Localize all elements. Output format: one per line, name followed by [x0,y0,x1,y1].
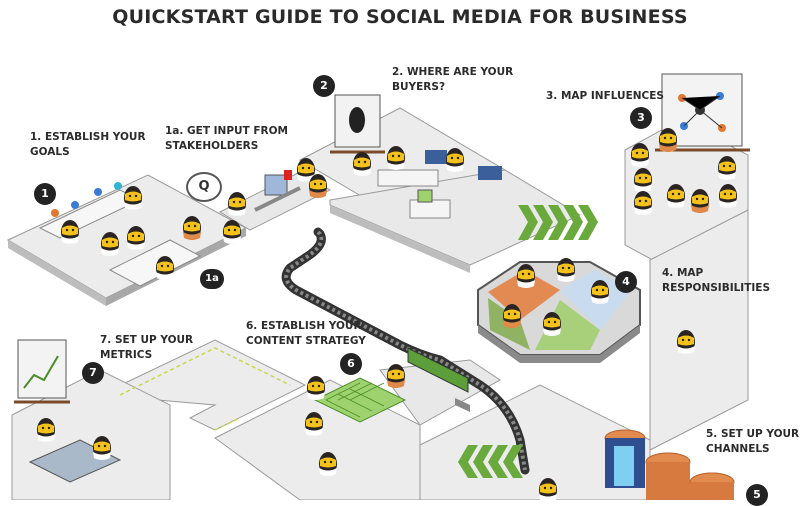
character-figure [539,478,557,500]
step-7-label-line-2: METRICS [100,349,153,361]
step-1a-label-line-2: STAKEHOLDERS [165,140,259,152]
question-bubble: Q [186,172,222,202]
step-2-label-line-2: BUYERS? [392,81,446,93]
character-figure [503,304,521,328]
step-5-cylinders [604,429,735,500]
chevron-arrows-top [518,205,598,240]
character-figure [228,192,246,216]
character-figure [319,452,337,476]
character-figure [127,226,145,250]
character-figure [353,152,371,176]
character-figure [309,174,327,198]
character-figure [37,418,55,442]
character-figure [718,156,736,180]
character-figure [156,256,174,280]
step-6-label: 6. ESTABLISH YOUR CONTENT STRATEGY [246,319,366,349]
step-6-display [407,347,470,412]
character-figure [93,436,111,460]
character-figure [387,146,405,170]
step-5-label-line-1: 5. SET UP YOUR [706,428,800,440]
dashed-trails [119,347,291,431]
character-figure [557,258,575,282]
step-1a-label: 1a. GET INPUT FROM STAKEHOLDERS [165,124,288,154]
character-figure [387,364,405,388]
step-7-label-line-1: 7. SET UP YOUR [100,334,194,346]
character-figure [305,412,323,436]
step-1a-badge: 1a [200,269,224,289]
character-figure [307,376,325,400]
step-1-badge: 1 [34,183,56,205]
step-7-label: 7. SET UP YOUR METRICS [100,333,193,363]
character-figure [634,191,652,215]
floor-right-corridor [649,209,749,451]
character-figure [183,216,201,240]
step-6-label-line-1: 6. ESTABLISH YOUR [246,320,362,332]
step-1a-machine [254,170,301,212]
step-4-label-line-1: 4. MAP [662,267,704,279]
step-3-badge: 3 [630,107,652,129]
step-4-badge: 4 [615,271,637,293]
step-2-badge: 2 [313,75,335,97]
chevron-arrows-bottom [458,445,523,478]
character-figure [677,330,695,354]
step-1a-label-line-1: 1a. GET INPUT FROM [165,125,289,137]
character-figure [517,264,535,288]
step-5-label-line-2: CHANNELS [706,443,770,455]
step-6-label-line-2: CONTENT STRATEGY [246,335,366,347]
characters [37,128,737,500]
step-3-label-line-1: 3. MAP INFLUENCES [546,90,664,102]
step-1-label-line-1: 1. ESTABLISH YOUR [30,131,146,143]
step-5-label: 5. SET UP YOUR CHANNELS [706,427,799,457]
character-figure [659,128,677,152]
step-1-label: 1. ESTABLISH YOUR GOALS [30,130,146,160]
character-figure [667,184,685,208]
character-figure [124,186,142,210]
character-figure [634,168,652,192]
step-5-badge: 5 [746,484,768,506]
step-2-label: 2. WHERE ARE YOUR BUYERS? [392,65,513,95]
character-figure [591,280,609,304]
character-figure [223,220,241,244]
step-1-label-line-2: GOALS [30,146,70,158]
character-figure [101,232,119,256]
step-6-grid-table [313,377,407,423]
character-figure [543,312,561,336]
step-7-badge: 7 [82,362,104,384]
character-figure [61,220,79,244]
character-figure [446,148,464,172]
step-7-chart-board [14,339,70,404]
character-figure [631,143,649,167]
page-title: QUICKSTART GUIDE TO SOCIAL MEDIA FOR BUS… [112,6,688,28]
conveyor-path [281,227,530,475]
step-3-label: 3. MAP INFLUENCES [546,89,664,104]
step-4-label: 4. MAP RESPONSIBILITIES [662,266,770,296]
character-figure [719,184,737,208]
step-2-desks [377,150,502,219]
step-6-badge: 6 [340,353,362,375]
step-2-label-line-1: 2. WHERE ARE YOUR [392,66,514,78]
step-2-poster [330,94,385,154]
step-4-label-line-2: RESPONSIBILITIES [662,282,771,294]
character-figure [691,189,709,213]
